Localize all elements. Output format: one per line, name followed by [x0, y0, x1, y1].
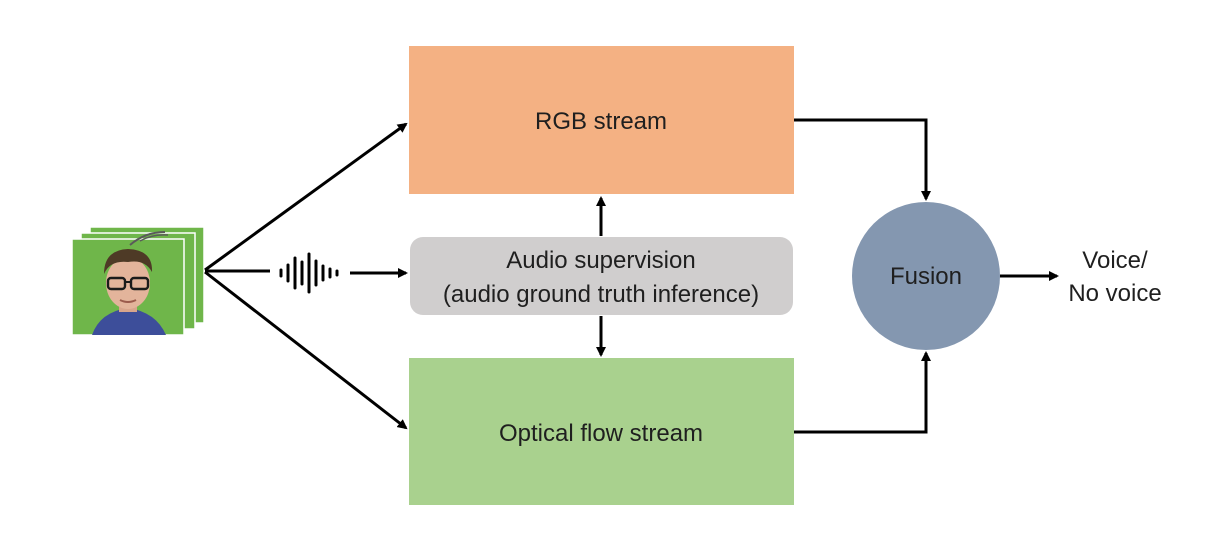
output-label-line1: Voice/: [1082, 247, 1148, 274]
rgb-stream-box: [409, 46, 794, 194]
audio-supervision-subtitle: (audio ground truth inference): [443, 281, 759, 308]
optical-flow-stream-box: [409, 358, 794, 505]
input-arrows: [204, 122, 408, 430]
audio-supervision-box: [410, 237, 793, 315]
person-face-image: [92, 249, 166, 335]
audio-waveform-icon: [279, 252, 339, 294]
output-label-line2: No voice: [1068, 280, 1161, 307]
arrow-to-optical-flow-stream: [204, 270, 408, 430]
arrow-rgb-to-fusion: [794, 118, 931, 201]
arrow-optical-flow-to-fusion: [794, 351, 931, 434]
rgb-stream-label: RGB stream: [535, 108, 667, 135]
fusion-arrows: [794, 118, 1059, 434]
fusion-label: Fusion: [890, 263, 962, 290]
audio-supervision-title: Audio supervision: [506, 247, 695, 274]
optical-flow-stream-label: Optical flow stream: [499, 420, 703, 447]
video-frames-icon: [71, 226, 205, 336]
arrow-to-rgb-stream: [204, 122, 408, 272]
fusion-node: [852, 202, 1000, 350]
